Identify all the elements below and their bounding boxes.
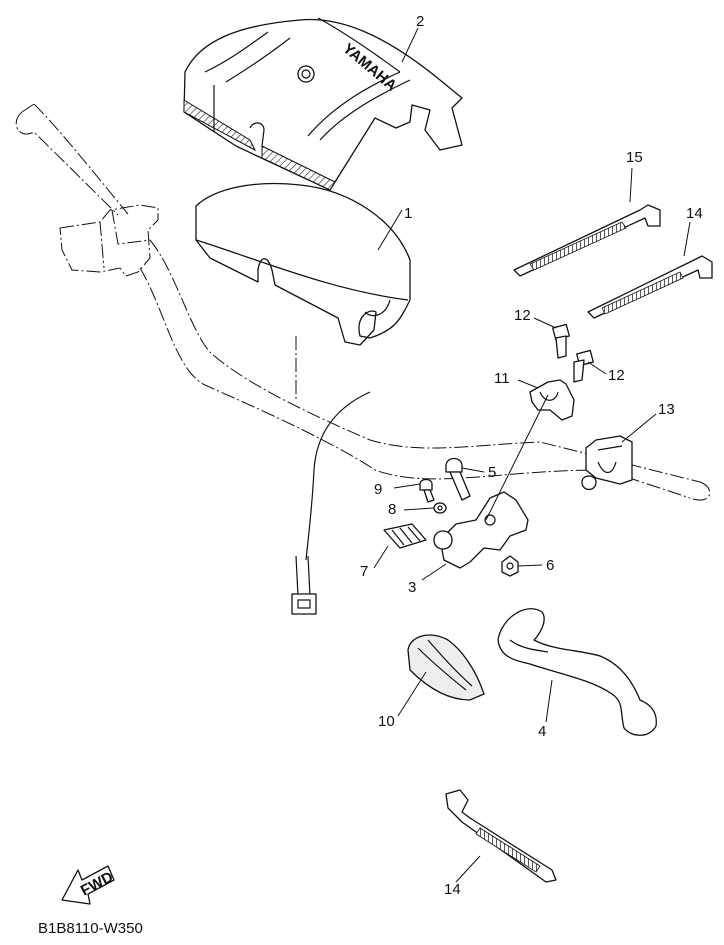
part-10-lever-cover (407, 634, 485, 701)
part-14-cable-tie-lower (445, 789, 557, 883)
part-12-bolt-a (552, 323, 570, 359)
callout-12a: 12 (514, 307, 531, 324)
fwd-arrow-icon: FWD (61, 865, 116, 905)
callout-1: 1 (404, 205, 412, 222)
callout-10: 10 (378, 713, 395, 730)
callout-7: 7 (360, 563, 368, 580)
part-6-nut (501, 555, 519, 577)
callout-8: 8 (388, 501, 396, 518)
callout-15: 15 (626, 149, 643, 166)
callout-labels: 2 1 15 14 12 12 11 13 5 9 8 7 6 3 10 4 1… (360, 13, 703, 898)
part-15-cable-tie (513, 204, 661, 277)
callout-14b: 14 (444, 881, 461, 898)
part-13-holder (581, 435, 633, 491)
callout-13: 13 (658, 401, 675, 418)
part-11-holder (529, 379, 575, 421)
part-14-cable-tie-upper (587, 255, 713, 319)
phantom-line-2 (485, 394, 549, 521)
part-7-adjuster (383, 523, 427, 549)
part-8-washer (433, 502, 447, 514)
callout-2: 2 (416, 13, 424, 30)
part-5-pivot-bolt (445, 457, 471, 501)
callout-11: 11 (494, 370, 510, 387)
part-3-lever-holder (433, 491, 529, 569)
diagram-code: B1B8110-W350 (38, 920, 143, 937)
part-2-pad-cover: YAMAHA (183, 17, 463, 191)
part-12-bolt-b (573, 349, 594, 383)
switch-wire (291, 391, 371, 615)
callout-9: 9 (374, 481, 382, 498)
part-9-screw (419, 478, 435, 503)
callout-12b: 12 (608, 367, 625, 384)
callout-3: 3 (408, 579, 416, 596)
part-1-pad (195, 182, 411, 346)
handlebar-outline (15, 103, 711, 501)
callout-14a: 14 (686, 205, 703, 222)
callout-6: 6 (546, 557, 554, 574)
part-4-lever (497, 608, 657, 736)
callout-5: 5 (488, 464, 496, 481)
callout-4: 4 (538, 723, 546, 740)
left-switch-housing (59, 204, 159, 277)
leader-lines (373, 27, 691, 883)
